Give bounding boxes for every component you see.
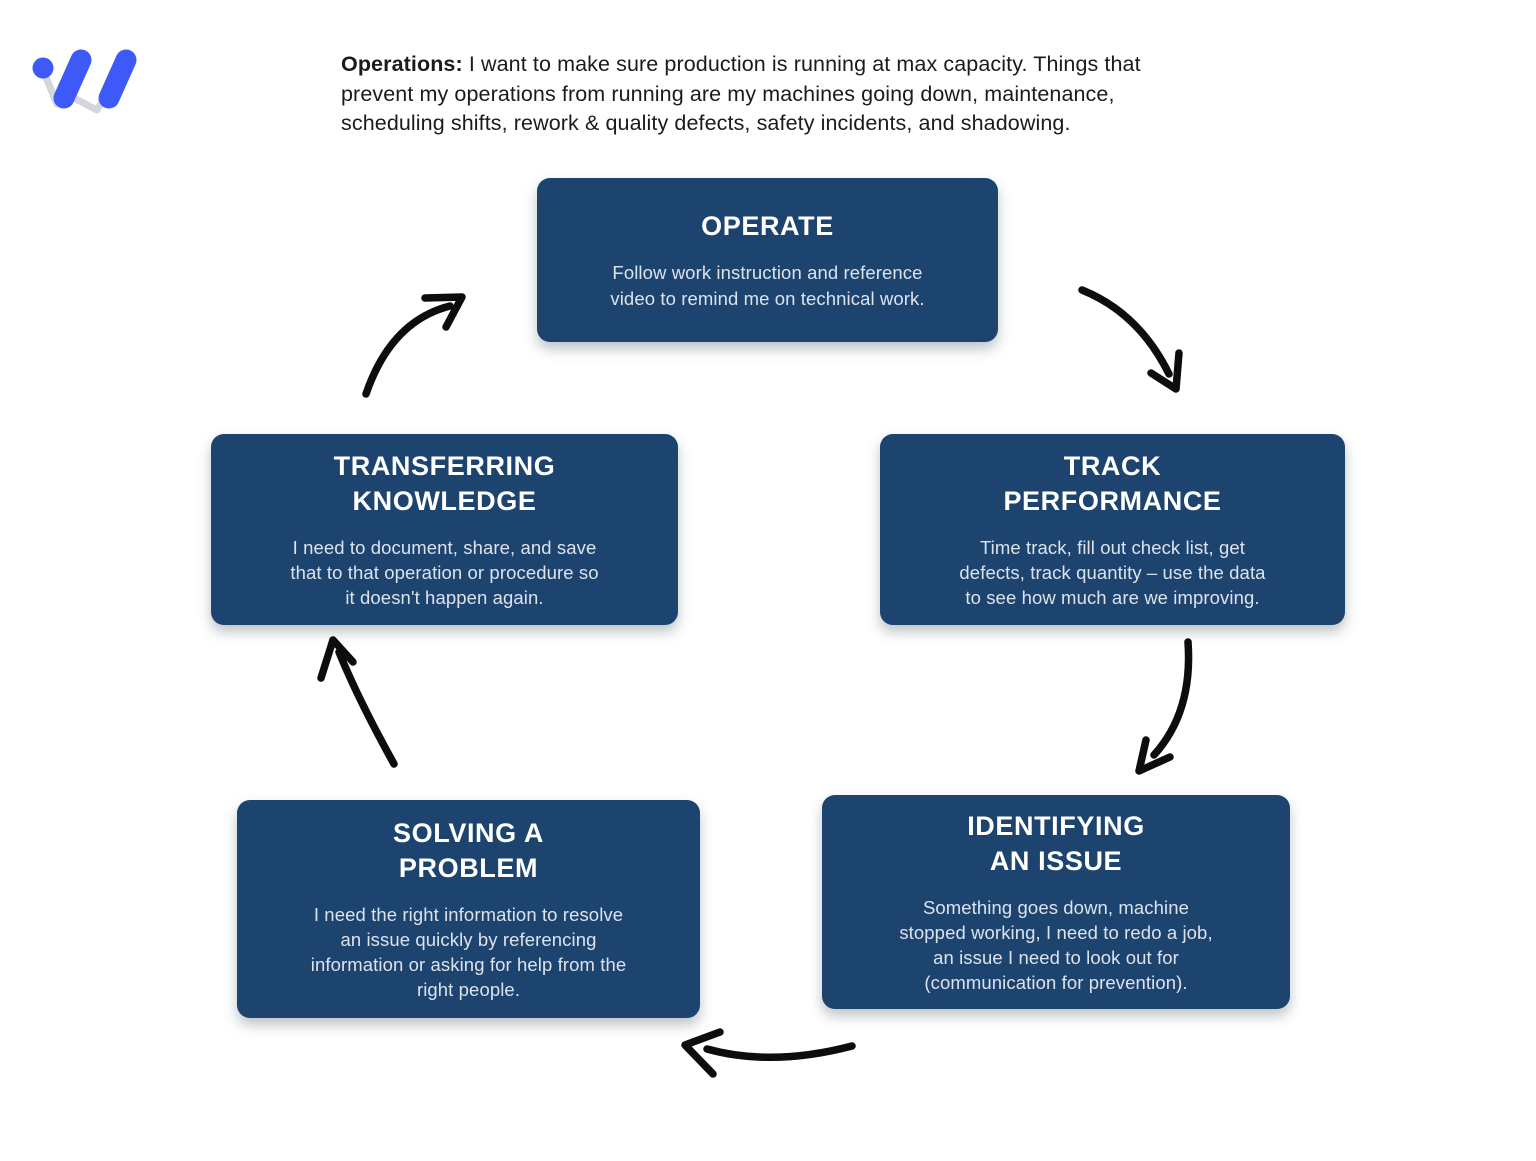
box-solving-a-problem: SOLVING A PROBLEM I need the right infor… xyxy=(237,800,700,1018)
box-solving-a-problem-title: SOLVING A PROBLEM xyxy=(393,817,544,883)
box-track-performance-body: Time track, fill out check list, get def… xyxy=(959,536,1266,609)
box-track-performance: TRACK PERFORMANCE Time track, fill out c… xyxy=(880,434,1345,625)
box-solving-a-problem-body: I need the right information to resolve … xyxy=(310,903,627,1001)
header-text: I want to make sure production is runnin… xyxy=(341,52,1141,136)
box-transferring-knowledge: TRANSFERRING KNOWLEDGE I need to documen… xyxy=(211,434,678,625)
w-brand-logo-icon xyxy=(32,49,137,114)
arrow-track-to-identifying-icon xyxy=(1135,638,1193,775)
box-operate: OPERATE Follow work instruction and refe… xyxy=(537,178,998,342)
box-operate-body: Follow work instruction and reference vi… xyxy=(610,262,925,309)
box-identifying-an-issue-title: IDENTIFYING AN ISSUE xyxy=(967,810,1145,876)
box-transferring-knowledge-body: I need to document, share, and save that… xyxy=(290,536,599,609)
box-identifying-an-issue: IDENTIFYING AN ISSUE Something goes down… xyxy=(822,795,1290,1009)
header-paragraph: Operations: I want to make sure producti… xyxy=(341,50,1291,139)
header-bold-label: Operations: xyxy=(341,52,463,76)
arrow-operate-to-track-icon xyxy=(1078,286,1183,393)
box-track-performance-title: TRACK PERFORMANCE xyxy=(1003,450,1222,516)
box-identifying-an-issue-body: Something goes down, machine stopped wor… xyxy=(899,896,1213,994)
arrow-transferring-to-operate-icon xyxy=(362,293,466,398)
arrow-solving-to-transferring-icon xyxy=(317,636,398,768)
box-operate-title: OPERATE xyxy=(701,211,834,242)
arrow-identifying-to-solving-icon xyxy=(681,1028,856,1078)
box-transferring-knowledge-title: TRANSFERRING KNOWLEDGE xyxy=(333,450,556,516)
